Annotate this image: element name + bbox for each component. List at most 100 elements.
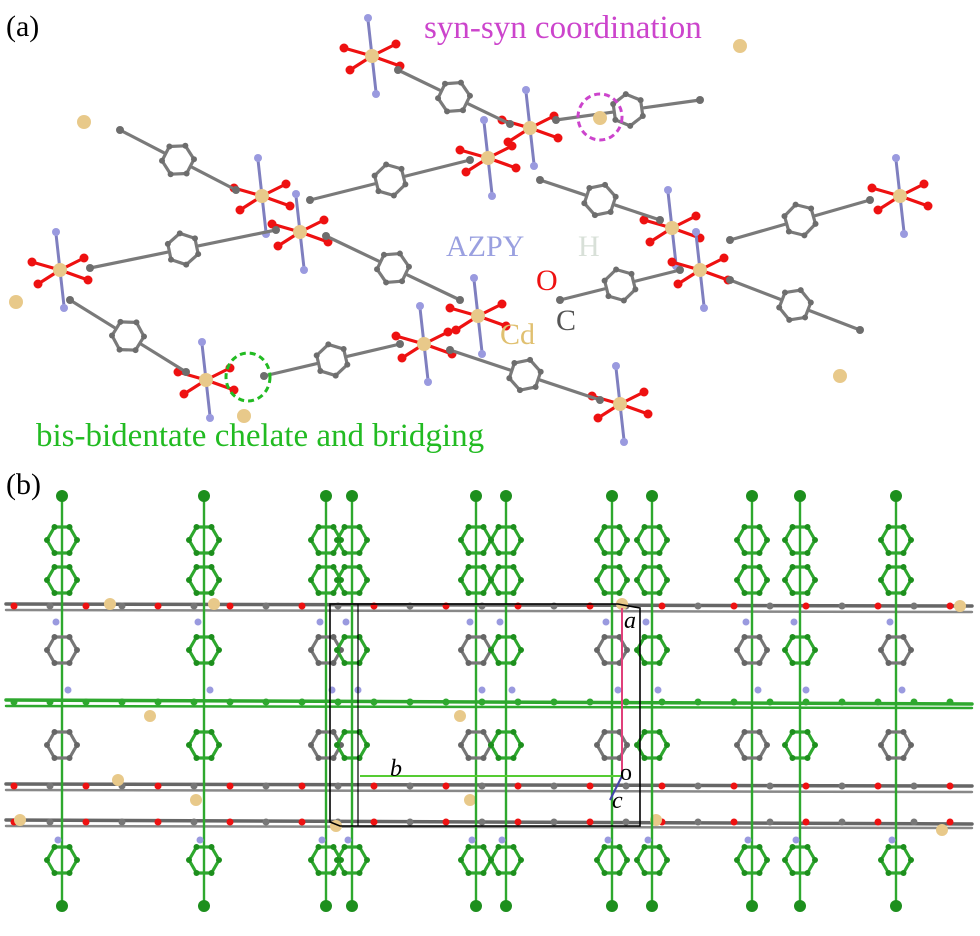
layer-atom (946, 818, 954, 826)
layer-atom (262, 698, 270, 706)
n-atom (530, 162, 538, 170)
ring-atom (518, 537, 524, 543)
ring-atom (664, 647, 670, 653)
ring-atom (66, 589, 73, 596)
ring-atom (808, 205, 815, 212)
cd-atom (53, 263, 67, 277)
panel-b-label: (b) (6, 468, 41, 501)
ring-atom (804, 659, 811, 666)
ring-atom (885, 634, 892, 641)
ring-atom (495, 754, 502, 761)
ring-atom (51, 869, 58, 876)
n-atom (300, 266, 308, 274)
layer-atom (10, 782, 18, 790)
n-atom (470, 274, 478, 282)
ring-atom (624, 857, 630, 863)
ring-atom (193, 549, 200, 556)
layer-atom (550, 782, 558, 790)
n-atom (478, 350, 486, 358)
linker-bond (308, 182, 377, 202)
ring-atom (601, 589, 608, 596)
ring-atom (176, 230, 183, 237)
ring-atom (51, 659, 58, 666)
n-atom (316, 618, 324, 626)
ring-atom (807, 299, 814, 306)
layer-atom (226, 782, 234, 790)
cl-atom (646, 900, 658, 912)
ring-atom (789, 754, 796, 761)
ring-atom (878, 742, 884, 748)
ring-atom (315, 754, 322, 761)
layer-backbone (4, 782, 974, 788)
cd-atom (112, 774, 124, 786)
ring-atom (885, 844, 892, 851)
n-atom (498, 836, 506, 844)
ring-atom (186, 647, 192, 653)
ring-atom (193, 844, 200, 851)
carboxyl-carbon (272, 226, 280, 234)
layer-atom (910, 782, 918, 790)
unit-cell-edges (329, 603, 641, 827)
layer-atom (370, 698, 378, 706)
cl-atom (746, 490, 758, 502)
n-atom (198, 338, 206, 346)
ring-atom (637, 97, 644, 104)
ring-atom (66, 869, 73, 876)
o-atom (345, 65, 355, 75)
ring-atom (789, 524, 796, 531)
cd-atom (481, 151, 495, 165)
cl-atom (198, 900, 210, 912)
atom-legend-c: C (556, 304, 576, 337)
cd-atom (954, 600, 966, 612)
layer-atom (82, 818, 90, 826)
layer-atom (46, 698, 54, 706)
ring-atom (308, 537, 314, 543)
ring-atom (627, 122, 634, 129)
n-atom (522, 86, 530, 94)
ring-atom (510, 589, 517, 596)
carboxyl-carbon (536, 176, 544, 184)
ring-atom (789, 564, 796, 571)
ring-atom (594, 742, 600, 748)
ring-atom (74, 857, 80, 863)
n-atom (496, 618, 504, 626)
n-atom (620, 438, 628, 446)
o-atom (719, 253, 729, 263)
ring-atom (789, 549, 796, 556)
linker-bond (197, 228, 278, 248)
ring-atom (191, 235, 198, 242)
ring-atom (208, 634, 215, 641)
ring-atom (356, 564, 363, 571)
ring-atom (332, 372, 339, 379)
carboxyl-carbon (396, 340, 404, 348)
layer-atom (802, 602, 810, 610)
layer-atom (838, 698, 846, 706)
ring-atom (664, 742, 670, 748)
carboxyl-carbon (726, 276, 734, 284)
ring-atom (480, 869, 487, 876)
cd-atom (104, 598, 116, 610)
cd-atom-terminal (593, 111, 607, 125)
n-atom (254, 154, 262, 162)
layer-atom (514, 782, 522, 790)
ring-atom (510, 754, 517, 761)
ring-atom (465, 869, 472, 876)
ring-atom (616, 844, 623, 851)
ring-atom (586, 185, 593, 192)
ring-atom (465, 564, 472, 571)
ring-atom (782, 742, 788, 748)
layer-atom (874, 602, 882, 610)
cl-atom (746, 900, 758, 912)
linker-bond (190, 165, 238, 192)
ring-atom (656, 564, 663, 571)
ring-atom (116, 346, 123, 353)
layer-atom (766, 782, 774, 790)
cl-atom (346, 900, 358, 912)
ring-atom (812, 577, 818, 583)
ring-atom (641, 659, 648, 666)
n-atom (342, 618, 350, 626)
layer-atom (694, 602, 702, 610)
layer-atom (298, 602, 306, 610)
n-atom (318, 836, 326, 844)
layer-atom (910, 602, 918, 610)
